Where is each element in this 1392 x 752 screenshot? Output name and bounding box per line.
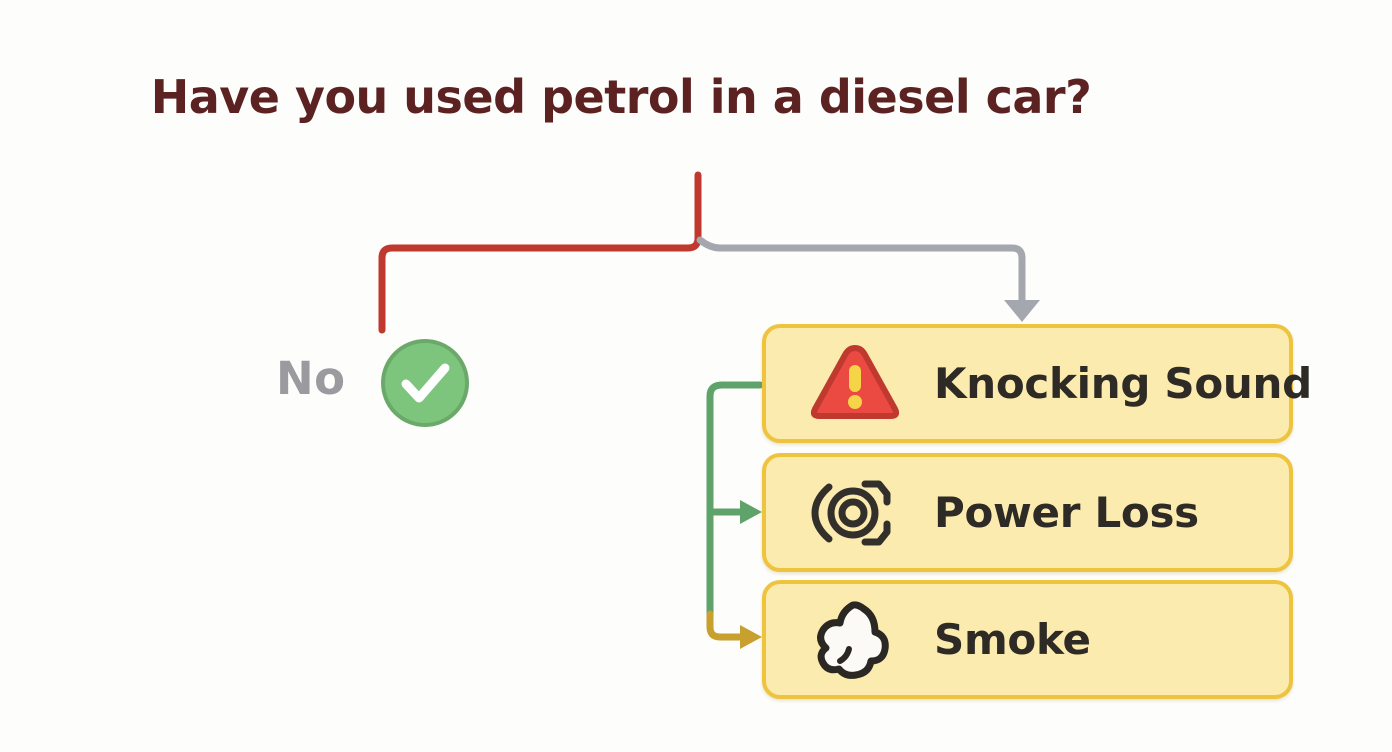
connector-no-branch	[378, 171, 702, 334]
symptom-box-smoke[interactable]: Smoke	[762, 580, 1293, 699]
no-branch-label: No	[276, 352, 346, 405]
connector-to-smoke	[706, 610, 746, 641]
engine-check-icon	[808, 470, 902, 556]
warning-triangle-icon	[808, 341, 902, 427]
page-title: Have you used petrol in a diesel car?	[150, 70, 1092, 124]
smoke-arrowhead	[740, 625, 762, 649]
power-loss-arrowhead	[740, 500, 762, 524]
symptom-label-knocking-sound: Knocking Sound	[934, 359, 1312, 408]
symptom-label-power-loss: Power Loss	[934, 488, 1199, 537]
connector-yes-branch	[696, 236, 1026, 304]
yes-branch-arrowhead	[1004, 300, 1040, 322]
symptom-label-smoke: Smoke	[934, 615, 1091, 664]
smoke-puff-icon	[808, 597, 902, 683]
connector-symptom-spine	[706, 381, 726, 624]
green-check-circle-icon	[380, 338, 470, 428]
symptom-box-knocking-sound[interactable]: Knocking Sound	[762, 324, 1312, 443]
symptom-box-power-loss[interactable]: Power Loss	[762, 453, 1293, 572]
